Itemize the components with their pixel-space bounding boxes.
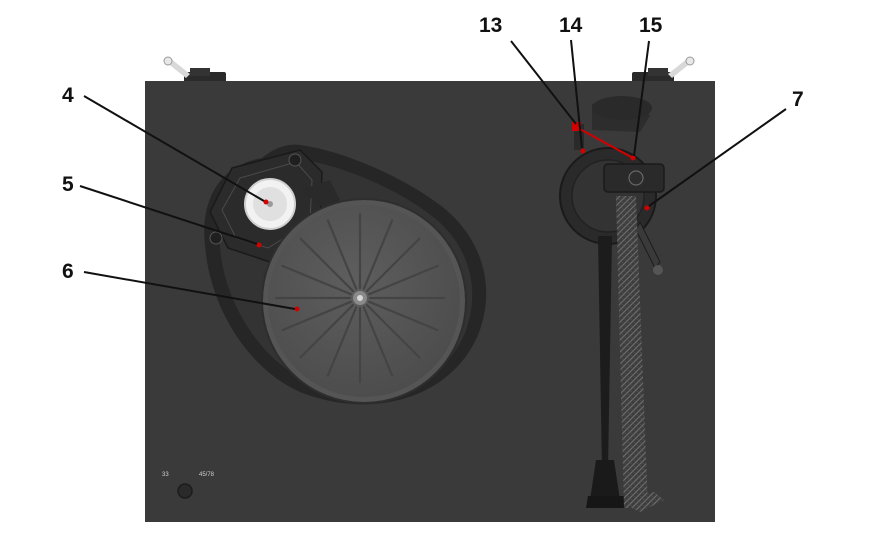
callout-15: 15: [639, 14, 663, 37]
leader-6: [83, 271, 296, 310]
platter-spoke: [281, 264, 352, 296]
marker-5: [256, 242, 262, 248]
callout-6: 6: [62, 260, 74, 283]
leader-5: [79, 185, 258, 245]
leader-14: [570, 39, 583, 149]
bearing-housing: [603, 163, 665, 193]
callout-5: 5: [62, 173, 74, 196]
marker-13: [572, 122, 581, 131]
callout-14: 14: [559, 14, 583, 37]
platter-spoke: [365, 303, 421, 359]
leader-7: [648, 108, 787, 207]
platter-spoke: [326, 219, 358, 290]
platter-spoke: [326, 306, 358, 377]
marker-6: [294, 306, 300, 312]
callout-13: 13: [479, 14, 502, 37]
leader-lines: [79, 39, 787, 310]
platter-spoke: [368, 264, 439, 296]
hinge-left: [163, 56, 226, 84]
carbon-armtube: [616, 196, 664, 512]
callout-7: 7: [792, 88, 804, 111]
tonearm-rest: [635, 220, 663, 275]
leader-13: [510, 40, 577, 125]
motor-pulley: [244, 178, 296, 230]
callout-4: 4: [62, 84, 74, 107]
speed-knob[interactable]: [177, 483, 193, 499]
speed-label-33: 33: [162, 472, 169, 478]
marker-14: [580, 148, 586, 154]
platter-spoke: [368, 300, 439, 332]
platter-spoke: [299, 237, 355, 293]
platter: [261, 198, 467, 404]
hinge-right: [632, 56, 695, 84]
speed-selector: 33 45/78: [162, 472, 215, 499]
platter-spoke: [365, 237, 421, 293]
marker-7: [644, 205, 650, 211]
callout-numbers: 4 5 6 13 14 15 7: [62, 14, 804, 283]
platter-spoke: [362, 306, 394, 377]
tonearm: [586, 236, 626, 508]
leader-15: [633, 40, 650, 157]
platter-spoke: [299, 303, 355, 359]
speed-label-45-78: 45/78: [199, 472, 215, 478]
platter-spoke: [281, 300, 352, 332]
platter-spoke: [362, 219, 394, 290]
leader-4: [83, 95, 265, 202]
marker-4: [263, 199, 269, 205]
part-markers: [256, 122, 650, 312]
